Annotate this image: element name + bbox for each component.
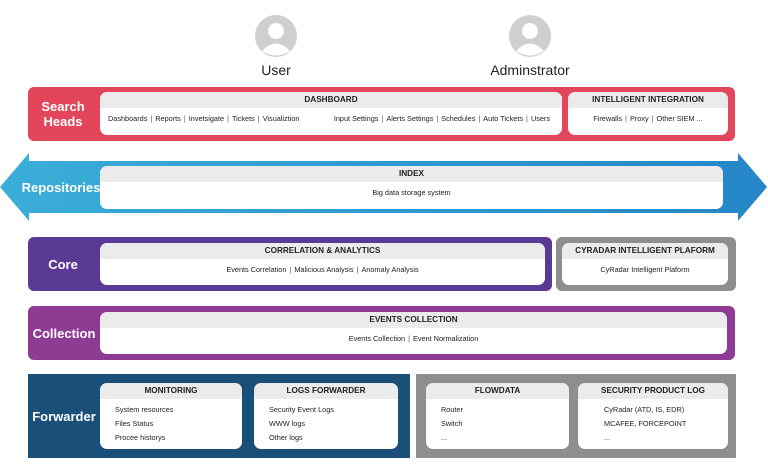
security-product-log-item: ... bbox=[604, 433, 611, 442]
dashboard-items-left: Dashboards|Reports|Invetsigate|Tickets|V… bbox=[108, 114, 300, 123]
flowdata-title: FLOWDATA bbox=[426, 383, 569, 399]
logs-forwarder-item: WWW logs bbox=[269, 419, 306, 428]
dashboard-title: DASHBOARD bbox=[100, 92, 562, 108]
administrator-label: Adminstrator bbox=[490, 62, 570, 78]
flowdata-card: FLOWDATA Router Switch ... bbox=[426, 383, 569, 449]
dashboard-card: DASHBOARD Dashboards|Reports|Invetsigate… bbox=[100, 92, 562, 135]
user-avatar-icon bbox=[255, 15, 297, 57]
repositories-label: Repositories bbox=[21, 179, 101, 195]
dashboard-item: Visualiztion bbox=[262, 114, 300, 123]
correlation-analytics-title: CORRELATION & ANALYTICS bbox=[100, 243, 545, 259]
intelligent-integration-title: INTELLIGENT INTEGRATION bbox=[568, 92, 728, 108]
user-label: User bbox=[261, 62, 291, 78]
cyradar-platform-title: CYRADAR INTELLIGENT PLAFORM bbox=[562, 243, 728, 259]
dashboard-item: Invetsigate bbox=[188, 114, 225, 123]
events-collection-items: Events Collection|Event Normalization bbox=[348, 334, 479, 343]
monitoring-item: Files Status bbox=[115, 419, 154, 428]
collection-label: Collection bbox=[32, 325, 96, 341]
administrator-avatar-icon bbox=[509, 15, 551, 57]
integration-item: Proxy bbox=[629, 114, 649, 123]
dashboard-item: Alerts Settings bbox=[386, 114, 434, 123]
logs-forwarder-title: LOGS FORWARDER bbox=[254, 383, 398, 399]
index-body: Big data storage system bbox=[372, 188, 451, 197]
cyradar-platform-card: CYRADAR INTELLIGENT PLAFORM CyRadar Inte… bbox=[562, 243, 728, 285]
core-label: Core bbox=[48, 256, 78, 272]
events-collection-card: EVENTS COLLECTION Events Collection|Even… bbox=[100, 312, 727, 354]
search-heads-label: Search Heads bbox=[41, 99, 85, 129]
dashboard-item: Auto Tickets bbox=[483, 114, 524, 123]
dashboard-item: Users bbox=[530, 114, 550, 123]
events-collection-item: Events Collection bbox=[348, 334, 406, 343]
events-collection-title: EVENTS COLLECTION bbox=[100, 312, 727, 328]
correlation-analytics-items: Events Correlation|Malicious Analysis|An… bbox=[226, 265, 419, 274]
dashboard-items-right: Input Settings|Alerts Settings|Schedules… bbox=[333, 114, 550, 123]
flowdata-item: Switch bbox=[441, 419, 463, 428]
intelligent-integration-items: Firewalls|Proxy|Other SIEM ... bbox=[593, 114, 703, 123]
intelligent-integration-card: INTELLIGENT INTEGRATION Firewalls|Proxy|… bbox=[568, 92, 728, 135]
flowdata-items: Router Switch ... bbox=[426, 399, 569, 445]
index-card: INDEX Big data storage system bbox=[100, 166, 723, 209]
monitoring-item: System resources bbox=[115, 405, 174, 414]
dashboard-items: Dashboards|Reports|Invetsigate|Tickets|V… bbox=[100, 108, 562, 125]
correlation-item: Malicious Analysis bbox=[294, 265, 354, 274]
logs-forwarder-items: Security Event Logs WWW logs Other logs bbox=[254, 399, 398, 445]
dashboard-item: Schedules bbox=[441, 114, 476, 123]
security-product-log-item: CyRadar (ATD, IS, EDR) bbox=[604, 405, 685, 414]
monitoring-items: System resources Files Status Procee his… bbox=[100, 399, 242, 445]
security-product-log-card: SECURITY PRODUCT LOG CyRadar (ATD, IS, E… bbox=[578, 383, 728, 449]
integration-item: Firewalls bbox=[593, 114, 623, 123]
flowdata-item: ... bbox=[441, 433, 448, 442]
correlation-analytics-card: CORRELATION & ANALYTICS Events Correlati… bbox=[100, 243, 545, 285]
dashboard-item: Tickets bbox=[231, 114, 255, 123]
correlation-item: Anomaly Analysis bbox=[361, 265, 419, 274]
events-collection-item: Event Normalization bbox=[413, 334, 479, 343]
correlation-item: Events Correlation bbox=[226, 265, 287, 274]
monitoring-card: MONITORING System resources Files Status… bbox=[100, 383, 242, 449]
flowdata-item: Router bbox=[441, 405, 463, 414]
dashboard-item: Reports bbox=[155, 114, 181, 123]
security-product-log-items: CyRadar (ATD, IS, EDR) MCAFEE, FORCEPOIN… bbox=[578, 399, 728, 445]
integration-item: Other SIEM ... bbox=[656, 114, 703, 123]
logs-forwarder-item: Security Event Logs bbox=[269, 405, 334, 414]
dashboard-item: Input Settings bbox=[333, 114, 379, 123]
forwarder-label: Forwarder bbox=[32, 408, 96, 424]
index-title: INDEX bbox=[100, 166, 723, 182]
monitoring-title: MONITORING bbox=[100, 383, 242, 399]
cyradar-platform-body: CyRadar Intelligent Plaform bbox=[600, 265, 690, 274]
monitoring-item: Procee historys bbox=[115, 433, 166, 442]
security-product-log-title: SECURITY PRODUCT LOG bbox=[578, 383, 728, 399]
logs-forwarder-card: LOGS FORWARDER Security Event Logs WWW l… bbox=[254, 383, 398, 449]
security-product-log-item: MCAFEE, FORCEPOINT bbox=[604, 419, 687, 428]
dashboard-item: Dashboards bbox=[108, 114, 148, 123]
logs-forwarder-item: Other logs bbox=[269, 433, 303, 442]
